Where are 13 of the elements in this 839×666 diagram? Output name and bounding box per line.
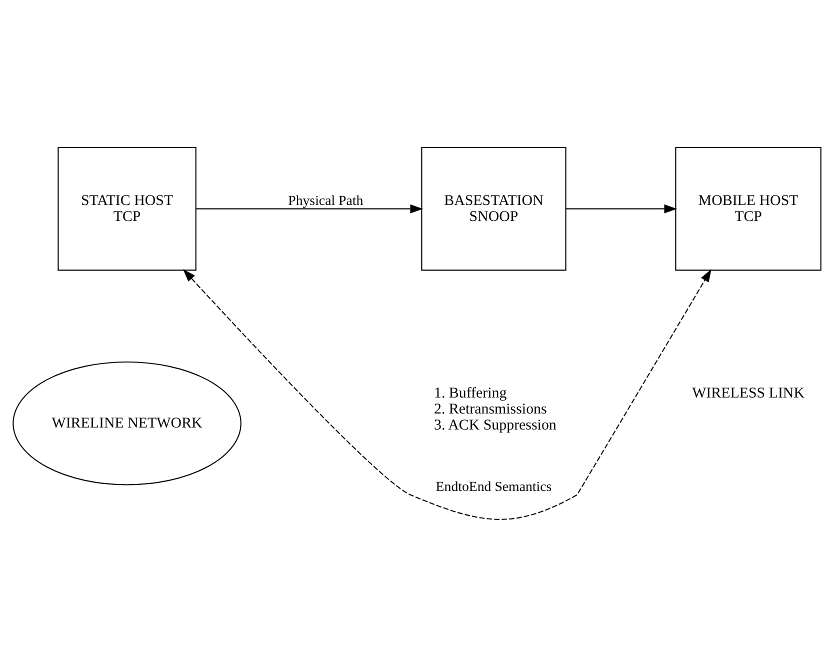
node-box: BASESTATION SNOOP — [420, 146, 566, 270]
node-label: 3. ACK Suppression — [433, 416, 556, 433]
edge-label: Physical Path — [288, 193, 363, 208]
node-label: 1. Buffering — [433, 384, 506, 401]
arrow — [196, 204, 423, 213]
node-box: STATIC HOST TCP — [57, 146, 196, 270]
arrow — [182, 268, 711, 520]
edge-label: EndtoEnd Semantics — [435, 480, 552, 495]
node-box: MOBILE HOST TCP — [674, 146, 821, 270]
node-ellipse: WIRELINE NETWORK — [12, 360, 241, 485]
arrow — [565, 204, 677, 213]
node-label: 2. Retransmissions — [433, 400, 546, 417]
label: WIRELESS LINK — [692, 384, 804, 401]
